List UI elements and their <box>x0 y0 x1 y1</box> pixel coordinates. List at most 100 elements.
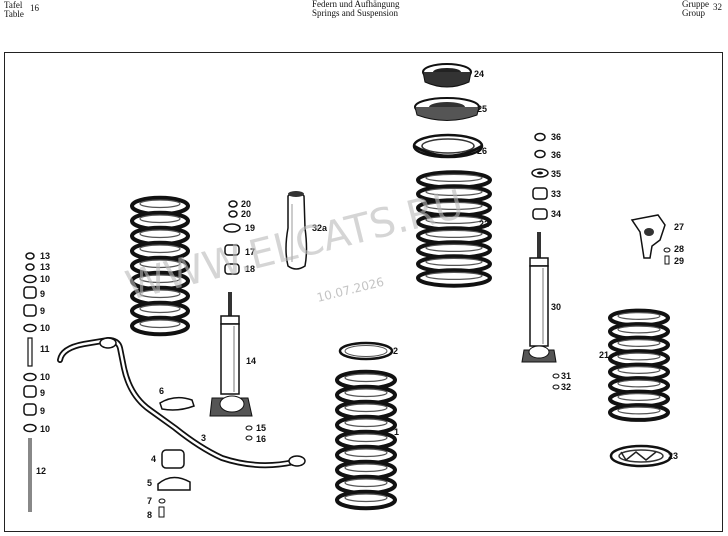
callout-3: 3 <box>201 433 206 443</box>
callout-10d: 10 <box>40 424 50 434</box>
table-number: 16 <box>30 3 39 13</box>
callout-7: 7 <box>147 496 152 506</box>
callout-20b: 20 <box>241 209 251 219</box>
spring-coil-highlight <box>617 393 661 401</box>
callout-31: 31 <box>561 371 571 381</box>
coil-spring-21 <box>608 308 670 422</box>
callout-4: 4 <box>151 454 156 464</box>
callout-15: 15 <box>256 423 266 433</box>
spring-coil-highlight <box>139 214 181 224</box>
rubber-stack-left <box>223 200 241 275</box>
spring-coil-highlight <box>139 274 181 284</box>
callout-17: 17 <box>245 247 255 257</box>
spring-coil-highlight <box>139 289 181 299</box>
spring-coil-highlight <box>344 433 388 443</box>
callout-5: 5 <box>147 478 152 488</box>
callout-35: 35 <box>551 169 561 179</box>
spring-coil-highlight <box>139 244 181 254</box>
callout-9c: 9 <box>40 388 45 398</box>
spring-coil-highlight <box>617 379 661 388</box>
spring-coil-highlight <box>617 352 661 361</box>
spring-pad-23 <box>609 444 673 468</box>
spring-coil-highlight <box>617 406 661 415</box>
callout-29: 29 <box>674 256 684 266</box>
callout-14: 14 <box>246 356 256 366</box>
spring-coil-highlight <box>425 229 483 238</box>
diagram-frame <box>4 52 723 532</box>
callout-26: 26 <box>477 146 487 156</box>
callout-2: 2 <box>393 346 398 356</box>
coil-spring-left <box>130 195 190 337</box>
spring-seat-25 <box>414 97 480 121</box>
spring-coil-highlight <box>617 339 661 347</box>
callout-18: 18 <box>245 264 255 274</box>
group-label-de: Gruppe <box>682 0 709 9</box>
callout-10c: 10 <box>40 372 50 382</box>
callout-32a: 32a <box>312 223 328 233</box>
ring-2 <box>338 341 394 361</box>
callout-36b: 36 <box>551 150 561 160</box>
spring-coil-highlight <box>344 478 388 488</box>
stabilizer-bar-3 <box>57 336 306 469</box>
coil-spring-22 <box>416 170 492 288</box>
bump-stop-32a <box>285 191 308 270</box>
page-title: Federn und Aufhängung Springs and Suspen… <box>312 0 400 18</box>
callout-8: 8 <box>147 510 152 520</box>
callout-21: 21 <box>599 350 609 360</box>
table-label-de: Tafel <box>4 0 23 10</box>
spring-coil-highlight <box>617 325 661 334</box>
callout-12: 12 <box>36 466 46 476</box>
watermark-date: 10.07.2026 <box>315 275 385 305</box>
spring-coil-highlight <box>617 366 661 374</box>
spring-coil <box>416 268 492 288</box>
spring-coil-highlight <box>139 304 181 314</box>
group-number: 32 <box>713 2 722 12</box>
spring-coil <box>130 315 190 337</box>
spring-coil-highlight <box>425 187 483 196</box>
spring-coil-highlight <box>425 243 483 252</box>
callout-9b: 9 <box>40 306 45 316</box>
spring-coil-highlight <box>344 388 388 398</box>
callout-24: 24 <box>474 69 484 79</box>
callout-10b: 10 <box>40 323 50 333</box>
spring-coil-highlight <box>425 173 483 182</box>
callout-27: 27 <box>674 222 684 232</box>
group-label-en: Group <box>682 8 705 18</box>
spring-coil-highlight <box>139 319 181 329</box>
group-label: Gruppe Group <box>682 0 709 18</box>
spring-coil-highlight <box>139 259 181 269</box>
callout-16: 16 <box>256 434 266 444</box>
bar-mount-parts <box>157 449 191 518</box>
page-title-de: Federn und Aufhängung <box>312 0 400 9</box>
callout-13b: 13 <box>40 262 50 272</box>
callout-33: 33 <box>551 189 561 199</box>
plate-6 <box>159 396 195 411</box>
callout-13a: 13 <box>40 251 50 261</box>
callout-36a: 36 <box>551 132 561 142</box>
spring-mount-24 <box>422 63 472 88</box>
callout-9a: 9 <box>40 289 45 299</box>
spring-coil-highlight <box>344 418 388 428</box>
link-stack-left <box>23 252 37 512</box>
callout-30: 30 <box>551 302 561 312</box>
spring-washer-26 <box>412 133 484 159</box>
spring-coil <box>335 489 397 511</box>
callout-22: 22 <box>479 219 489 229</box>
callout-19: 19 <box>245 223 255 233</box>
spring-coil-highlight <box>344 493 388 503</box>
coil-spring-1 <box>335 369 397 511</box>
spring-coil-highlight <box>139 229 181 239</box>
callout-6: 6 <box>159 386 164 396</box>
spring-coil-highlight <box>344 403 388 413</box>
spring-coil-highlight <box>344 373 388 383</box>
table-label-en: Table <box>4 9 24 19</box>
callout-11: 11 <box>40 344 50 354</box>
page-title-en: Springs and Suspension <box>312 8 399 18</box>
spring-coil-highlight <box>617 312 661 320</box>
callout-20a: 20 <box>241 199 251 209</box>
callout-23: 23 <box>668 451 678 461</box>
callout-32: 32 <box>561 382 571 392</box>
spring-coil-highlight <box>344 448 388 458</box>
callout-10a: 10 <box>40 274 50 284</box>
table-label: Tafel Table <box>4 1 24 19</box>
